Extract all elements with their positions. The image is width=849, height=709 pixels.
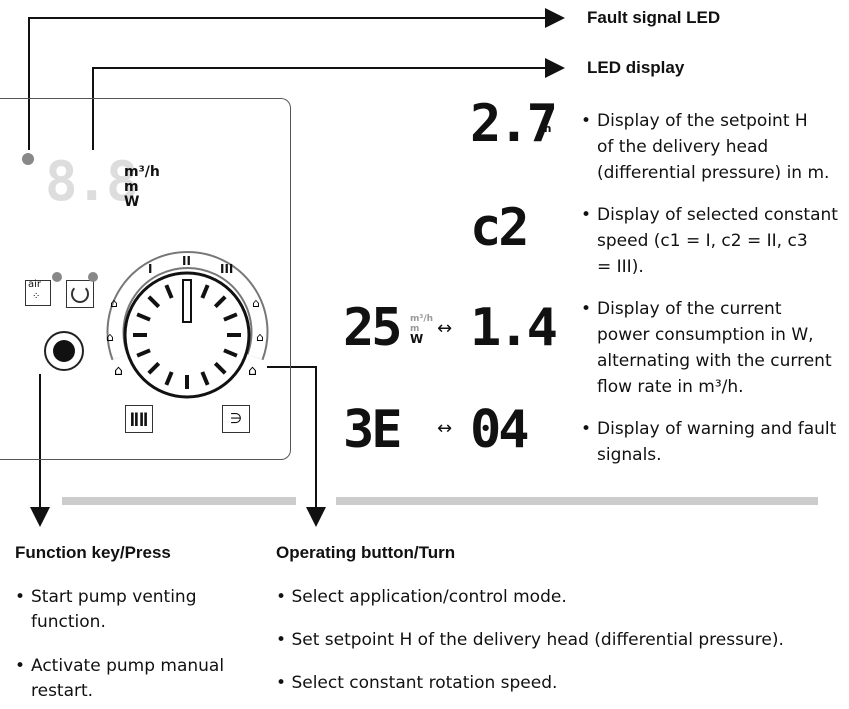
operating-button-item-2: • Set setpoint H of the delivery head (d…: [276, 630, 784, 650]
house-icon-6: ⌂: [248, 363, 257, 379]
air-venting-icon: air ⁘: [25, 279, 51, 306]
operating-button-item-1: • Select application/control mode.: [276, 587, 567, 607]
function-key-item-1-text: Start pump venting function.: [31, 587, 197, 632]
function-key-item-1: •: [15, 587, 26, 607]
dial-tick: [147, 361, 161, 375]
separator-left: [62, 497, 296, 505]
function-key-item-2: •: [15, 656, 26, 676]
example-flow-display: 1.4: [470, 298, 558, 358]
radiator-icon: ǁǁ: [125, 405, 153, 433]
unit-flow: m³/h: [124, 164, 160, 180]
example-power-display: 25: [343, 298, 403, 358]
unit-power: W: [124, 194, 140, 210]
dial-tick: [147, 295, 161, 309]
operating-button-heading: Operating button/Turn: [276, 543, 456, 562]
dial-tick: [136, 312, 151, 322]
dial-tick: [213, 295, 227, 309]
alternate-arrow-1: ↔: [437, 318, 453, 339]
venting-led: [52, 272, 62, 282]
alternate-arrow-2: ↔: [437, 418, 453, 439]
house-icon-2: ⌂: [106, 330, 114, 344]
dial-tick: [200, 284, 210, 299]
house-icon-4: ⌂: [252, 296, 260, 310]
fault-signal-led: [22, 153, 34, 165]
dial-tick: [136, 348, 151, 358]
dial-mark-1: I: [148, 262, 152, 276]
example-setpoint-display: 2.7: [470, 94, 558, 154]
dial-mark-2: II: [182, 254, 191, 268]
dial-tick: [164, 371, 174, 386]
unit-head: m: [124, 179, 139, 195]
operating-button-item-3: • Select constant rotation speed.: [276, 673, 558, 693]
dial-tick: [223, 348, 238, 358]
panel-led-display: 8.8: [45, 150, 139, 213]
dial-pointer: [182, 279, 192, 323]
manual-restart-icon: [66, 280, 94, 308]
operating-dial[interactable]: I II III ⌂ ⌂ ⌂ ⌂ ⌂ ⌂: [100, 245, 275, 405]
function-key-heading: Function key/Press: [15, 543, 171, 562]
description-constant-speed: •Display of selected constant speed (c1 …: [581, 205, 838, 277]
description-power-flow: •Display of the current power consumptio…: [581, 299, 832, 397]
example-power-units: m³/h m W: [410, 314, 434, 346]
dial-tick: [213, 361, 227, 375]
operating-button-arrow: [267, 366, 326, 527]
example-constant-speed-display: c2: [470, 198, 530, 258]
function-key-button[interactable]: [44, 331, 84, 371]
house-icon-3: ⌂: [114, 363, 123, 379]
description-warning: •Display of warning and fault signals.: [581, 419, 837, 465]
dial-tick: [200, 371, 210, 386]
separator-right: [336, 497, 818, 505]
example-setpoint-unit: m: [540, 122, 552, 135]
example-warning-display-b: 04: [470, 400, 530, 460]
house-icon-1: ⌂: [110, 296, 118, 310]
restart-led: [88, 272, 98, 282]
example-warning-display-a: 3E: [343, 400, 403, 460]
house-icon-5: ⌂: [256, 330, 264, 344]
dial-mark-3: III: [220, 262, 233, 276]
fault-led-callout-line: [28, 8, 565, 150]
control-panel: [0, 98, 291, 460]
led-display-callout-line: [92, 58, 565, 150]
led-display-label: LED display: [587, 58, 685, 77]
fault-signal-led-label: Fault signal LED: [587, 8, 721, 27]
function-key-item-2-text: Activate pump manual restart.: [31, 656, 225, 701]
panel-units: m³/h m W: [124, 165, 160, 210]
dial-tick: [164, 284, 174, 299]
dial-tick: [223, 312, 238, 322]
underfloor-heating-icon: ∋: [222, 405, 250, 433]
description-setpoint: •Display of the setpoint H of the delive…: [581, 111, 830, 183]
